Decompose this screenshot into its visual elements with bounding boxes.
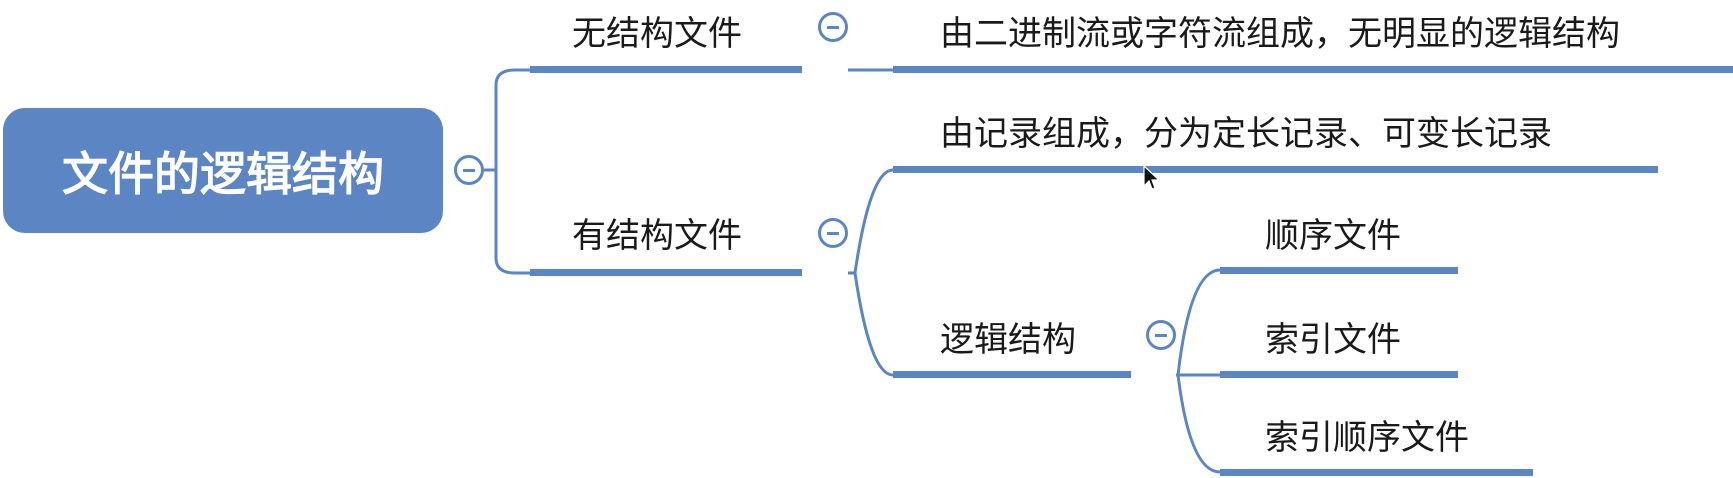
underline-leaf-1 bbox=[1220, 267, 1458, 274]
connector-structured-logical bbox=[853, 272, 894, 377]
node-leaf-sequential-file[interactable]: 顺序文件 bbox=[1265, 216, 1401, 256]
node-structured-description[interactable]: 由记录组成，分为定长记录、可变长记录 bbox=[940, 114, 1552, 154]
structured-collapse-button[interactable] bbox=[818, 218, 848, 248]
root-label: 文件的逻辑结构 bbox=[62, 146, 384, 201]
connector-structured-desc bbox=[853, 168, 894, 274]
root-collapse-button[interactable] bbox=[454, 155, 484, 185]
unstructured-collapse-button[interactable] bbox=[818, 12, 848, 42]
underline-structured-desc bbox=[893, 166, 1658, 173]
node-leaf-indexed-sequential-file[interactable]: 索引顺序文件 bbox=[1265, 418, 1469, 458]
node-logical-structure[interactable]: 逻辑结构 bbox=[940, 320, 1076, 360]
connector-root-unstructured bbox=[494, 68, 530, 170]
logical-collapse-button[interactable] bbox=[1146, 320, 1176, 350]
connector-root-structured bbox=[494, 170, 530, 275]
node-structured-file[interactable]: 有结构文件 bbox=[572, 216, 742, 256]
underline-leaf-2 bbox=[1220, 371, 1458, 378]
underline-logical bbox=[893, 371, 1131, 378]
node-unstructured-description[interactable]: 由二进制流或字符流组成，无明显的逻辑结构 bbox=[940, 14, 1620, 54]
connector-logical-leaf-3 bbox=[1176, 374, 1221, 474]
mouse-pointer-icon bbox=[1143, 165, 1161, 190]
underline-structured bbox=[530, 269, 802, 276]
node-leaf-index-file[interactable]: 索引文件 bbox=[1265, 320, 1401, 360]
root-node[interactable]: 文件的逻辑结构 bbox=[3, 108, 443, 233]
underline-unstructured-desc bbox=[893, 66, 1733, 73]
connector-logical-leaf-1 bbox=[1176, 268, 1221, 376]
underline-unstructured bbox=[530, 66, 802, 73]
underline-leaf-3 bbox=[1220, 469, 1533, 476]
node-unstructured-file[interactable]: 无结构文件 bbox=[572, 14, 742, 54]
